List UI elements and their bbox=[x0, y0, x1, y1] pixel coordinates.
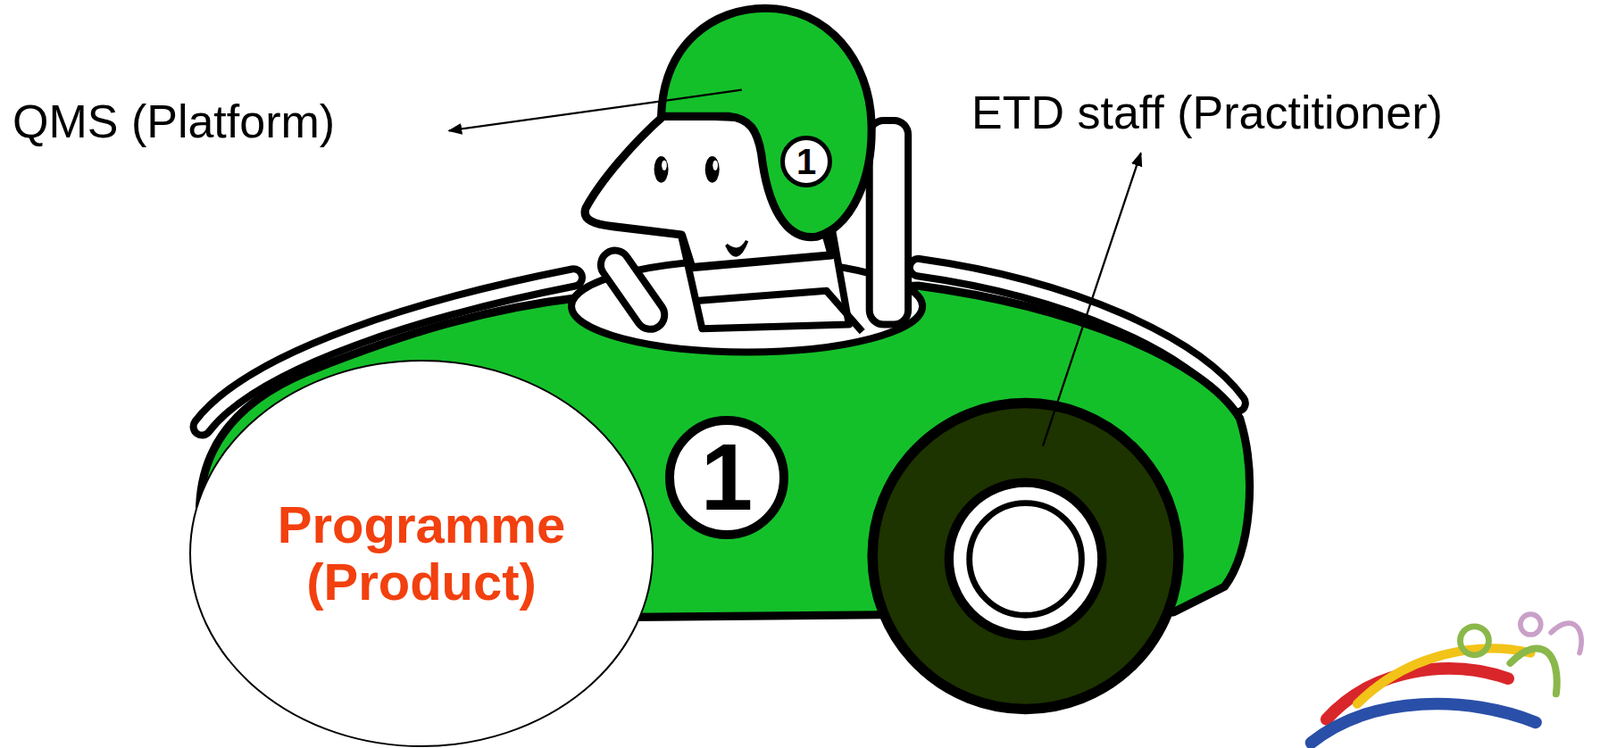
seat-back bbox=[869, 120, 909, 325]
driver-hand bbox=[595, 244, 671, 335]
node-text: Programme (Product) bbox=[242, 496, 600, 611]
number-badge: 1 bbox=[780, 135, 833, 188]
callout-number: 1 bbox=[700, 425, 753, 530]
product-ellipse: Programme (Product) bbox=[189, 359, 654, 748]
car-wheel bbox=[872, 403, 1179, 710]
leader-line bbox=[449, 90, 742, 132]
driver-eyes bbox=[654, 156, 720, 184]
driver-smile bbox=[726, 241, 748, 256]
callout-label: ETD staff (Practitioner) bbox=[971, 84, 1443, 141]
leader-line bbox=[1042, 153, 1142, 447]
callout-number: 1 bbox=[796, 141, 817, 182]
driver-collar bbox=[693, 291, 863, 333]
logo bbox=[1311, 614, 1583, 743]
driver-helmet bbox=[661, 8, 873, 237]
number-badge: 1 bbox=[665, 416, 789, 540]
callout-label: QMS (Platform) bbox=[12, 93, 335, 150]
